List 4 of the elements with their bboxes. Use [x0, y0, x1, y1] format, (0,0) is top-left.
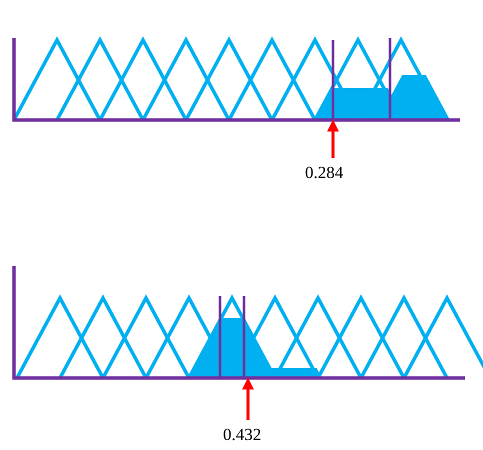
- pointer-arrow: [242, 378, 254, 420]
- value-label: 0.432: [223, 425, 262, 445]
- pointer-arrow: [327, 120, 339, 158]
- value-label: 0.284: [305, 163, 344, 183]
